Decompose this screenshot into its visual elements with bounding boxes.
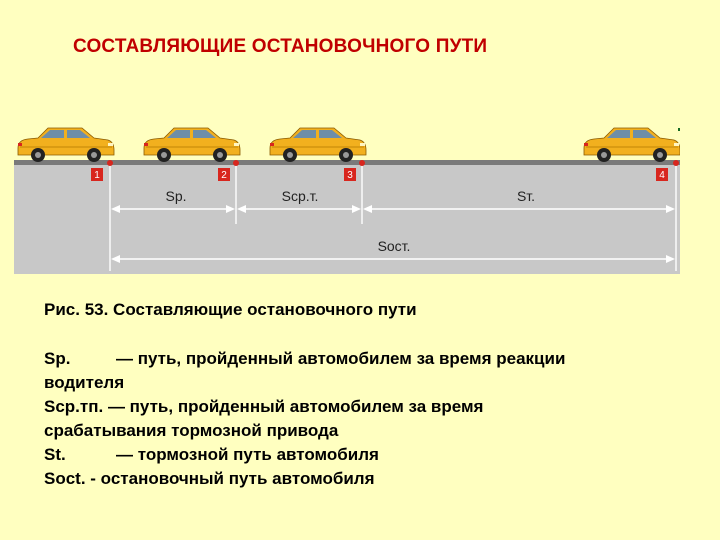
label-soct: Sост.	[378, 238, 411, 254]
car-position-1-icon	[17, 127, 115, 163]
marker-3: 3	[344, 168, 356, 181]
svg-text:1: 1	[94, 170, 100, 181]
legend-row: Soct. - остановочный путь автомобиля	[44, 467, 684, 491]
legend-row: St. — тормозной путь автомобиля	[44, 443, 684, 467]
legend-text: - остановочный путь автомобиля	[85, 469, 375, 488]
legend-text: срабатывания тормозной привода	[44, 421, 339, 440]
legend-text: — тормозной путь автомобиля	[116, 445, 379, 464]
legend-row: срабатывания тормозной привода	[44, 419, 684, 443]
legend-row: Sр. — путь, пройденный автомобилем за вре…	[44, 347, 684, 371]
car-position-4-icon	[583, 127, 680, 163]
figure-caption: Рис. 53. Составляющие остановочного пути	[44, 300, 417, 319]
car-position-2-icon	[143, 127, 241, 163]
legend-symbol: Sр.	[44, 349, 71, 368]
legend-symbol: Soct.	[44, 469, 86, 488]
label-st: Sт.	[517, 188, 535, 204]
marker-2: 2	[218, 168, 230, 181]
legend-symbol: St.	[44, 445, 66, 464]
label-scp: Sср.т.	[282, 188, 319, 204]
legend-row: водителя	[44, 371, 684, 395]
legend-text: — путь, пройденный автомобилем за время	[103, 397, 484, 416]
legend: Sр. — путь, пройденный автомобилем за вре…	[44, 347, 684, 491]
legend-text: водителя	[44, 373, 125, 392]
car-position-3-icon	[269, 127, 367, 163]
page-title: СОСТАВЛЯЮЩИЕ ОСТАНОВОЧНОГО ПУТИ	[73, 36, 488, 57]
svg-text:4: 4	[659, 170, 665, 181]
trash-bin-icon	[678, 128, 680, 131]
marker-1: 1	[91, 168, 103, 181]
svg-text:2: 2	[221, 170, 227, 181]
legend-symbol: Sср.тп.	[44, 397, 104, 416]
legend-row: Sср.тп. — путь, пройденный автомобилем з…	[44, 395, 684, 419]
svg-text:3: 3	[347, 170, 353, 181]
marker-4: 4	[656, 168, 668, 181]
stopping-distance-diagram: 1 2 3 4	[14, 126, 680, 274]
label-sp: Sр.	[165, 188, 186, 204]
legend-text: — путь, пройденный автомобилем за время …	[116, 349, 566, 368]
